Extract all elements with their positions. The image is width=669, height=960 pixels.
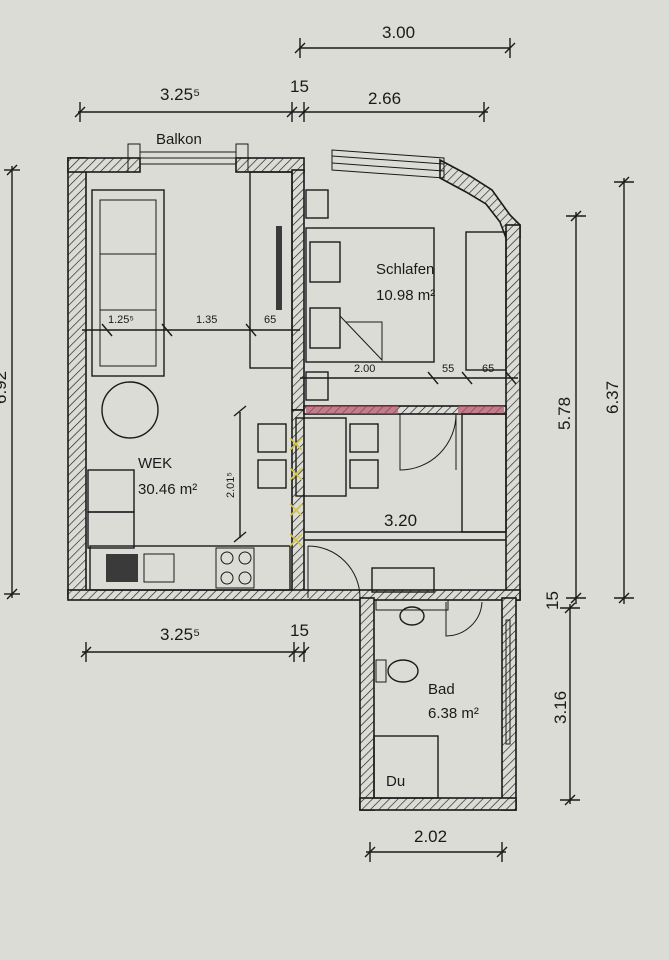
dim-left-cut: 6.92 [0,371,10,404]
dim-bottom-325: 3.25⁵ [160,625,200,644]
stove [215,547,255,589]
dim-bottom-202: 2.02 [414,827,447,846]
dim-right-637: 6.37 [603,381,622,414]
bedside-table-bottom [305,371,329,401]
dim-inner-65b: 65 [482,363,494,375]
pillow-2 [309,307,341,349]
wall-bath-bottom [359,797,517,811]
toilet [387,659,419,683]
bathroom-furniture [373,599,511,799]
wall-bath-left [359,597,375,811]
dim-right-578: 5.78 [555,397,574,430]
dimensions [4,38,634,862]
wall-top-left [67,157,141,173]
bedroom-window [331,149,445,179]
toilet-tank [375,659,387,683]
dining-table [295,417,347,497]
dim-right-316: 3.16 [551,691,570,724]
chair-3 [349,423,379,453]
dim-inner-135: 1.35 [196,314,217,326]
washbasin [399,606,425,626]
wall-bath-right [501,597,517,811]
dim-top-325: 3.25⁵ [160,85,200,104]
bed [305,227,435,363]
dim-top-266: 2.66 [368,89,401,108]
bed-cover-fold [339,315,383,362]
chair-2 [257,459,287,489]
dim-inner-320: 3.20 [384,511,417,530]
sink [106,554,138,582]
dim-top-15: 15 [290,77,309,96]
dim-inner-65a: 65 [264,314,276,326]
room-wek-name: WEK [138,455,172,472]
room-bad-area: 6.38 m² [428,705,479,722]
room-schlafen-area: 10.98 m² [376,287,435,304]
room-wek-area: 30.46 m² [138,481,197,498]
bath-door [445,601,483,637]
dim-bottom-15: 15 [290,621,309,640]
pillow-1 [309,241,341,283]
hall-wardrobe [461,413,507,533]
bedroom-door [399,413,457,471]
yellow-markers [289,437,303,547]
drainboard [143,553,175,583]
wall-partition-bedroom [291,169,305,411]
dim-inner-201: 2.01⁵ [225,472,237,498]
living-furniture [87,171,379,591]
kitchen-counter [89,545,291,591]
armchair-top [87,469,135,513]
room-balkon: Balkon [156,131,202,148]
entry-door [307,545,361,599]
hall-shelf [371,567,435,593]
dim-inner-200: 2.00 [354,363,375,375]
round-table [101,381,159,439]
dim-right-15: 15 [543,591,562,610]
labels: 3.00 3.25⁵ 15 2.66 Balkon Schlafen 10.98… [0,23,622,846]
door-marker-left [306,406,398,414]
dim-top-300: 3.00 [382,23,415,42]
room-schlafen-name: Schlafen [376,261,434,278]
dim-inner-125: 1.25⁵ [108,314,134,326]
walls [67,157,521,811]
wall-left [67,157,87,599]
chair-1 [257,423,287,453]
sofa [91,189,165,377]
balcony-opening [127,143,249,173]
chair-4 [349,459,379,489]
room-bad-name: Bad [428,681,455,698]
bedside-table-top [305,189,329,219]
wardrobe [465,231,507,371]
door-marker-right [458,406,504,414]
wall-cabinet [249,171,293,369]
dim-inner-55: 55 [442,363,454,375]
wall-right [505,224,521,601]
tv-panel [276,226,282,310]
shower [373,735,439,799]
wall-bedroom-bottom [303,405,507,415]
wall-bottom-main [67,589,521,601]
room-du: Du [386,773,405,790]
bedroom-furniture [305,189,507,401]
armchair-bottom [87,511,135,549]
